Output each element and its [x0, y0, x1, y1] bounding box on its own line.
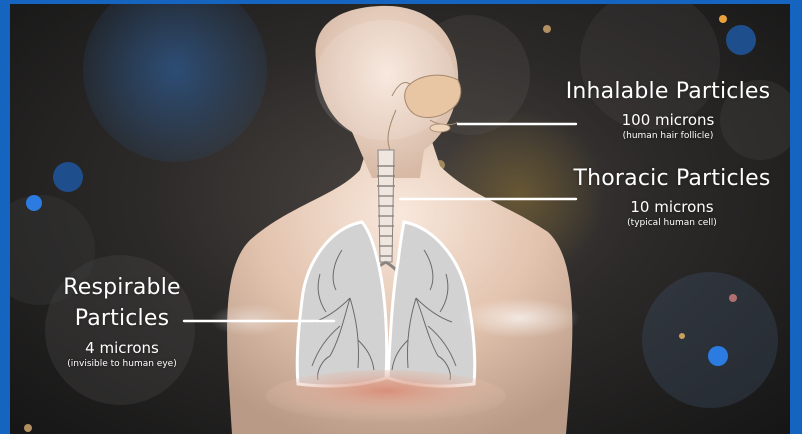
right-border — [790, 0, 802, 434]
respirable-note: (invisible to human eye) — [54, 358, 190, 370]
thoracic-particles-label: Thoracic Particles 10 microns (typical h… — [568, 165, 776, 229]
top-border — [0, 0, 802, 4]
respirable-particles-label: Respirable Particles 4 microns (invisibl… — [54, 272, 190, 370]
respirable-size: 4 microns — [54, 338, 190, 358]
respirable-title-line1: Respirable — [54, 272, 190, 303]
inhalable-particles-label: Inhalable Particles 100 microns (human h… — [560, 78, 776, 142]
thoracic-title: Thoracic Particles — [568, 165, 776, 193]
inhalable-size: 100 microns — [560, 110, 776, 130]
left-border — [0, 0, 10, 434]
thoracic-size: 10 microns — [568, 197, 776, 217]
diaphragm — [266, 370, 506, 422]
inhalable-title: Inhalable Particles — [560, 78, 776, 106]
inhalable-note: (human hair follicle) — [560, 130, 776, 142]
thoracic-note: (typical human cell) — [568, 217, 776, 229]
respirable-title-line2: Particles — [54, 303, 190, 334]
